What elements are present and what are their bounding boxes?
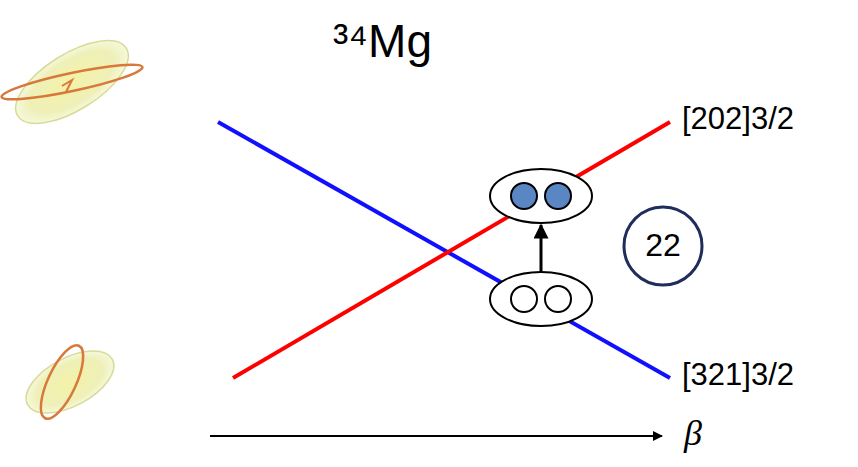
number-circle: 22 — [622, 205, 704, 287]
level-line — [233, 122, 670, 378]
title: ³⁴Mg — [333, 16, 432, 67]
excitation-arrow — [540, 225, 543, 271]
nucleus-illustration — [0, 24, 144, 139]
axis-label: β — [684, 414, 702, 454]
level-line — [218, 122, 670, 378]
callout-number: 22 — [645, 228, 681, 263]
pair-empty — [490, 272, 592, 326]
nucleus-illustration — [16, 338, 123, 425]
pair-occupied — [490, 169, 592, 223]
orbital-label: [202]3/2 — [682, 102, 794, 136]
node-text-group: 22 — [645, 228, 681, 263]
orbital-label: [321]3/2 — [682, 358, 794, 392]
axis-arrow — [210, 435, 662, 437]
